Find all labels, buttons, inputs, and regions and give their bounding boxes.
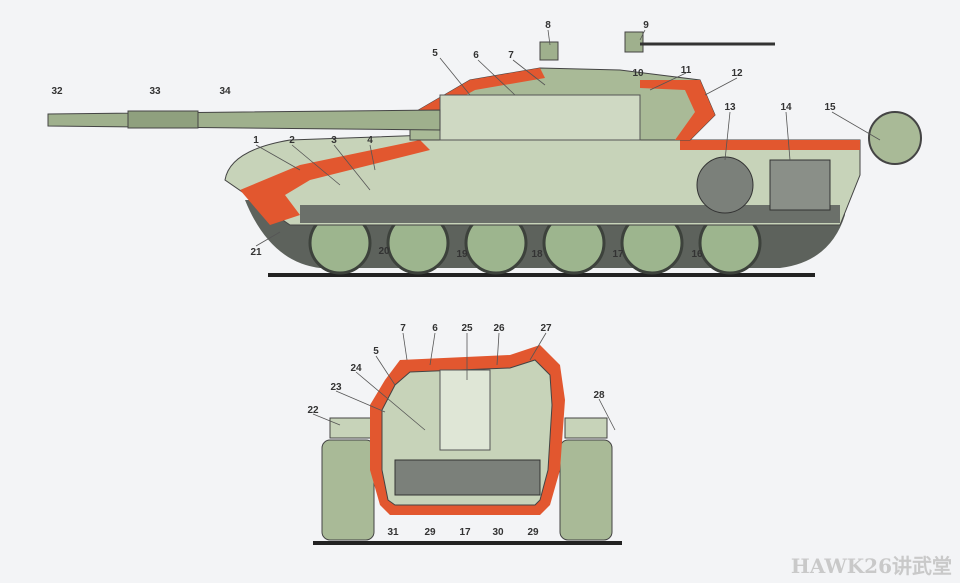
label-9: 9	[643, 20, 649, 31]
label-17: 17	[459, 527, 471, 538]
label-30: 30	[492, 527, 504, 538]
label-32: 32	[51, 86, 63, 97]
label-14: 14	[780, 102, 792, 113]
label-7: 7	[508, 50, 514, 61]
label-24: 24	[350, 363, 362, 374]
label-6: 6	[473, 50, 479, 61]
sight	[539, 41, 559, 61]
label-33: 33	[149, 86, 161, 97]
label-29: 29	[424, 527, 436, 538]
label-11: 11	[681, 65, 692, 76]
label-22: 22	[307, 405, 319, 416]
label-19: 19	[456, 249, 468, 260]
watermark: HAWK26讲武堂	[790, 554, 952, 578]
label-26: 26	[493, 323, 505, 334]
side-view-labels: 32 33 34 1 2 3 4 5 6 7 8 9 10 11 12 13 1…	[51, 20, 836, 260]
main-gun-barrel	[47, 109, 441, 131]
label-18: 18	[531, 249, 543, 260]
label-28: 28	[593, 390, 605, 401]
gun-breech	[439, 369, 491, 451]
label-5: 5	[432, 48, 438, 59]
label-13: 13	[724, 102, 736, 113]
left-fender-box	[329, 417, 373, 439]
front-armor	[240, 140, 430, 225]
front-view-labels: 7 6 25 26 27 5 24 23 22 28 31 29 17 30 2…	[307, 323, 605, 538]
front-view: 7 6 25 26 27 5 24 23 22 28 31 29 17 30 2…	[307, 323, 622, 545]
commander-cupola	[624, 31, 644, 53]
right-track	[559, 439, 613, 541]
turret-interior	[439, 94, 641, 141]
left-track	[321, 439, 375, 541]
label-2: 2	[289, 135, 295, 146]
label-6: 6	[432, 323, 438, 334]
engine-deck-armor	[680, 140, 860, 150]
label-12: 12	[731, 68, 743, 79]
label-27: 27	[540, 323, 552, 334]
fuel-and-transmission	[394, 459, 541, 496]
transmission	[769, 159, 831, 211]
label-21: 21	[250, 247, 262, 258]
label-10: 10	[632, 68, 644, 79]
label-15: 15	[824, 102, 836, 113]
label-17: 17	[612, 249, 624, 260]
label-16: 16	[691, 249, 703, 260]
right-fender-box	[564, 417, 608, 439]
label-7: 7	[400, 323, 406, 334]
fuel-tanks	[300, 205, 840, 223]
label-3: 3	[331, 135, 337, 146]
label-31: 31	[387, 527, 399, 538]
external-fuel-drum	[868, 111, 922, 165]
side-view: 32 33 34 1 2 3 4 5 6 7 8 9 10 11 12 13 1…	[47, 20, 922, 277]
label-34: 34	[219, 86, 231, 97]
front-leader-lines	[312, 332, 616, 431]
label-8: 8	[545, 20, 551, 31]
gun-evacuator	[127, 110, 199, 129]
engine	[696, 156, 754, 214]
label-29b: 29	[527, 527, 539, 538]
turret-rear-armor	[640, 80, 715, 140]
label-25: 25	[461, 323, 473, 334]
label-4: 4	[367, 135, 373, 146]
leader-lines	[255, 29, 881, 247]
label-1: 1	[253, 135, 259, 146]
label-5: 5	[373, 346, 379, 357]
label-23: 23	[330, 382, 342, 393]
label-20: 20	[378, 246, 390, 257]
